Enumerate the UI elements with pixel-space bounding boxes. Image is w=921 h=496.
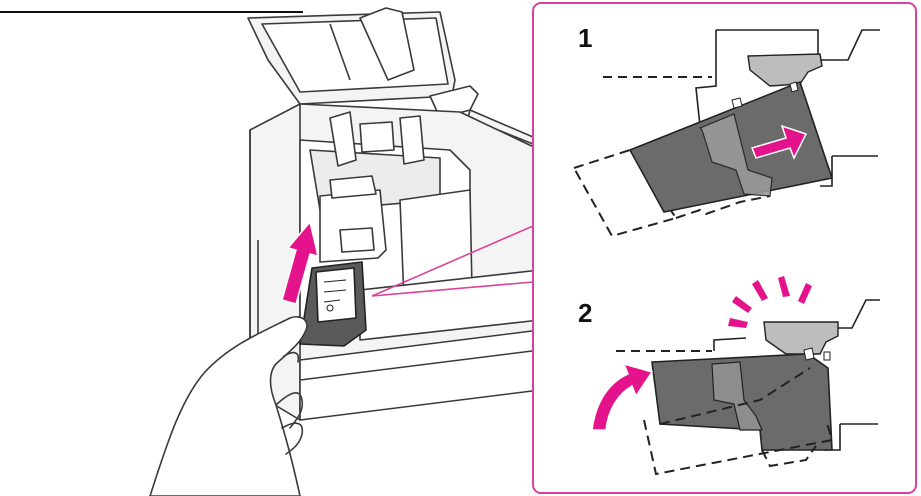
hand-illustration [149,315,308,496]
arrow-right-icon [750,124,808,160]
step-1-number: 1 [578,23,592,53]
step-2-detail [591,276,880,476]
arrow-up-icon [281,220,320,305]
curved-arrow-icon [591,362,654,431]
click-burst-icon [728,276,812,328]
cartridge-latch-2 [763,321,839,355]
callout-line-top [371,225,534,297]
step-2-number: 2 [578,298,592,328]
callout-line-bottom [371,281,534,297]
step-1-detail [572,29,880,238]
cartridge-latch [747,53,823,87]
printer-illustration [247,7,541,421]
ink-cartridge [299,261,367,347]
